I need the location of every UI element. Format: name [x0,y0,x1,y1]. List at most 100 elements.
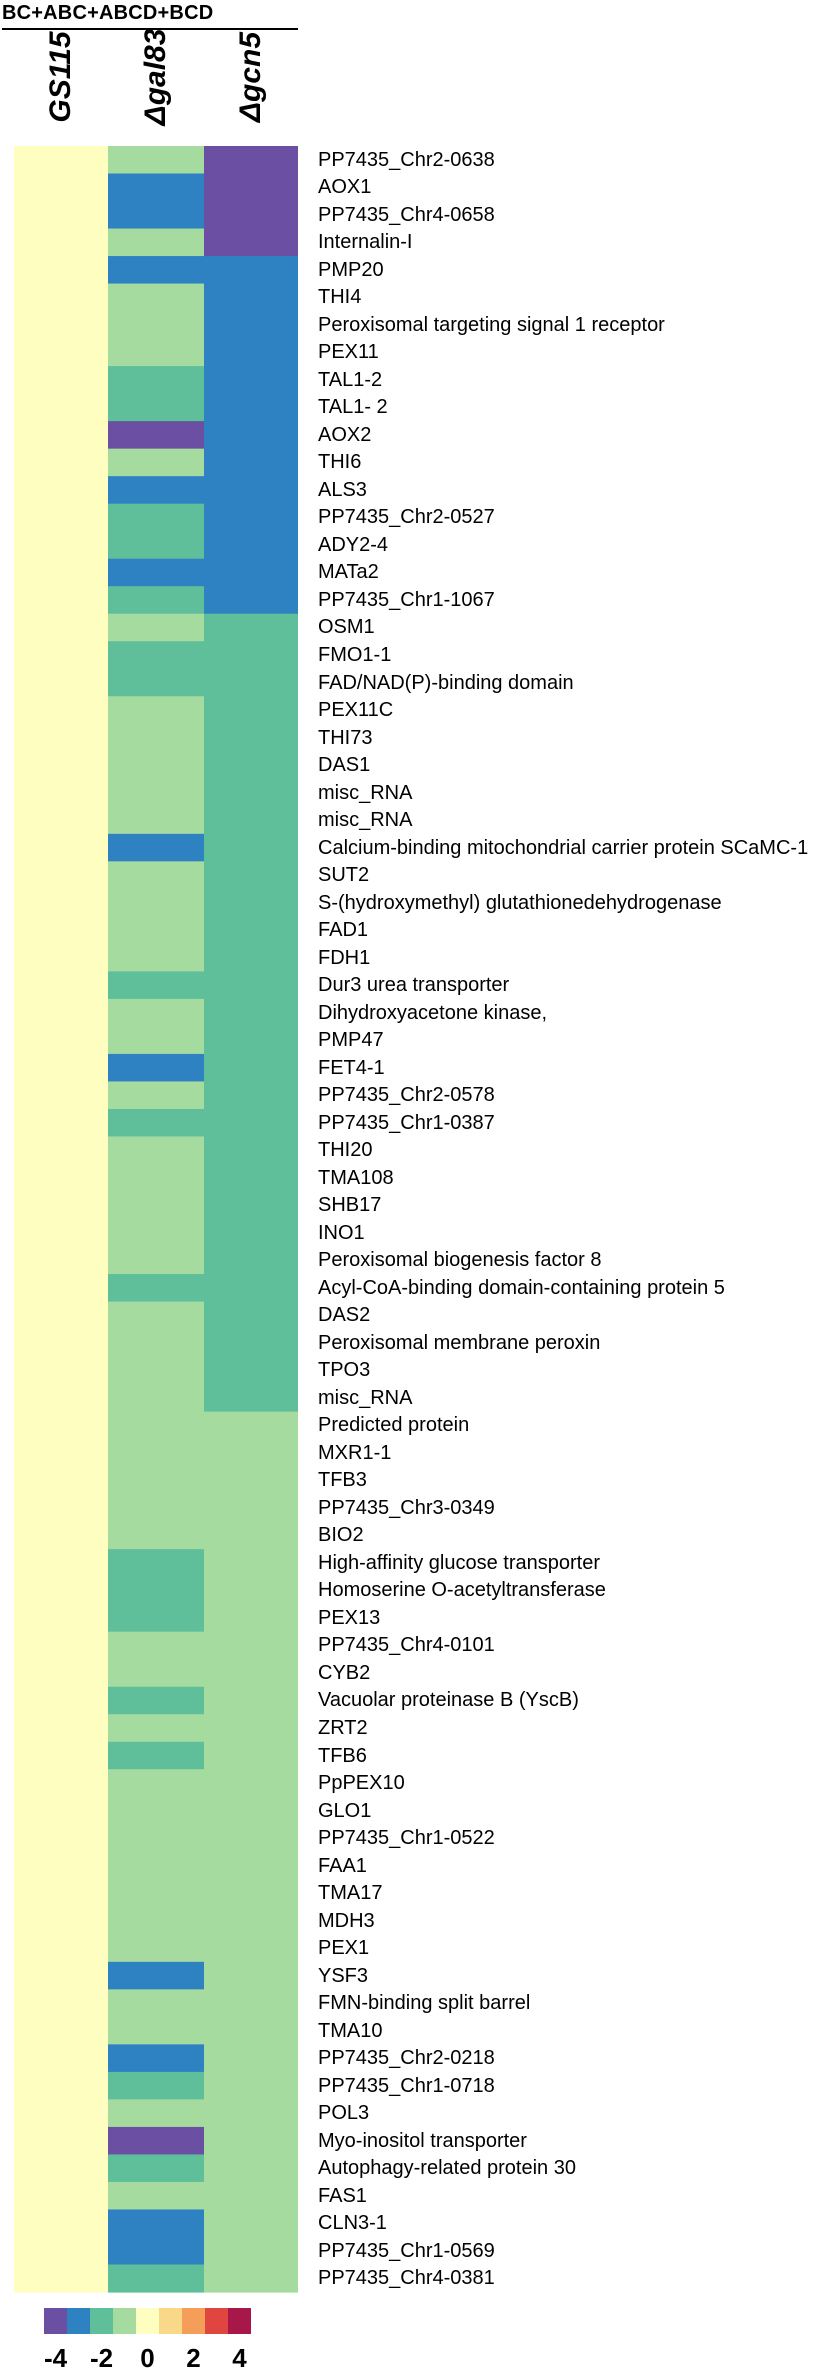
row-label: misc_RNA [318,1386,413,1409]
heatmap-cell [14,1769,108,1798]
heatmap-cell [108,1439,204,1468]
heatmap-cell [14,888,108,917]
heatmap-cell [204,393,298,422]
heatmap-cell [14,1163,108,1193]
heatmap-cell [14,201,108,230]
heatmap-cell [108,1274,204,1303]
heatmap-cell [108,668,204,697]
row-label: ALS3 [318,478,367,501]
heatmap-cell [204,1026,298,1055]
heatmap-cell [108,1329,204,1358]
heatmap-cell [108,888,204,917]
color-scale-swatch [136,2308,159,2334]
row-label: INO1 [318,1221,365,1244]
heatmap-cell [14,1851,108,1880]
heatmap-cell [14,1796,108,1825]
heatmap-cell [204,2099,298,2128]
row-label: PP7435_Chr1-0522 [318,1827,495,1850]
row-label: TAL1- 2 [318,396,388,419]
heatmap-cell [14,1081,108,1110]
heatmap-cell [204,916,298,945]
row-label: OSM1 [318,616,375,639]
heatmap-cell [14,1604,108,1633]
heatmap-cell [14,1961,108,1990]
heatmap-cell [108,311,204,340]
heatmap-cell [204,778,298,807]
color-scale-tick-label: 0 [140,2343,155,2373]
heatmap-cell [204,146,298,175]
heatmap-cell [204,2181,298,2211]
heatmap-cell [108,2044,204,2073]
heatmap-cell [108,1769,204,1798]
heatmap-cell [14,1301,108,1330]
chart-title: BC+ABC+ABCD+BCD [2,2,214,24]
heatmap-cell [14,1631,108,1660]
row-label: BIO2 [318,1524,364,1547]
heatmap-cell [204,1053,298,1083]
heatmap-cell [108,613,204,642]
heatmap-cell [108,531,204,560]
row-label: Calcium-binding mitochondrial carrier pr… [318,836,809,859]
heatmap-cell [108,1604,204,1633]
heatmap-cell [14,971,108,1000]
heatmap-cell [14,393,108,422]
heatmap-cell [14,421,108,450]
heatmap-cell [108,1246,204,1275]
heatmap-cell [108,586,204,615]
heatmap-cell [204,1081,298,1110]
row-label: CYB2 [318,1661,371,1684]
heatmap-cell [14,696,108,725]
row-label: FAA1 [318,1854,367,1877]
row-label: PP7435_Chr2-0578 [318,1084,495,1107]
row-label: PP7435_Chr1-1067 [318,588,495,611]
heatmap-cell [204,1906,298,1935]
heatmap-cell [108,2264,204,2293]
heatmap-cell [108,1356,204,1385]
heatmap-cell [14,2044,108,2073]
heatmap-cell [108,1081,204,1110]
row-label: misc_RNA [318,781,413,804]
row-label: PP7435_Chr2-0527 [318,506,495,529]
heatmap-cell [14,806,108,835]
heatmap-cell [14,228,108,257]
heatmap-cell [108,1659,204,1688]
heatmap-cell [14,476,108,505]
color-scale-swatch [205,2308,228,2334]
heatmap-cell [204,173,298,202]
row-label: AOX2 [318,423,372,446]
heatmap-cell [204,2071,298,2101]
heatmap-cell [204,1246,298,1275]
heatmap-cell [14,586,108,615]
heatmap-cell [14,311,108,340]
heatmap-cell [108,1494,204,1523]
row-label: Vacuolar proteinase B (YscB) [318,1689,579,1712]
row-label: SHB17 [318,1194,382,1217]
column-label: Δgal83 [139,28,172,126]
heatmap-cell [108,1108,204,1138]
heatmap-cell [108,641,204,670]
heatmap-cell [108,1879,204,1908]
heatmap-cell [204,943,298,972]
heatmap-cell [108,1686,204,1715]
heatmap-cell [14,283,108,312]
row-label: Autophagy-related protein 30 [318,2157,576,2180]
heatmap-cell [108,2099,204,2128]
color-scale-tick-label: 2 [186,2343,201,2373]
heatmap-cell [14,916,108,945]
row-label: PP7435_Chr1-0718 [318,2074,495,2097]
color-scale-swatch [90,2308,113,2334]
heatmap-cell [108,1384,204,1413]
heatmap-cell [108,1411,204,1440]
heatmap-cell [204,1604,298,1633]
heatmap-cell [204,2016,298,2045]
heatmap-cell [204,1631,298,1660]
row-label: Predicted protein [318,1414,470,1437]
heatmap-cell [14,2209,108,2238]
row-label: Peroxisomal membrane peroxin [318,1331,601,1354]
heatmap-cell [108,2154,204,2183]
row-label: TMA17 [318,1882,383,1905]
heatmap-cell [108,476,204,505]
heatmap-cell [108,448,204,477]
heatmap-cell [14,1906,108,1935]
heatmap-cell [14,1521,108,1550]
